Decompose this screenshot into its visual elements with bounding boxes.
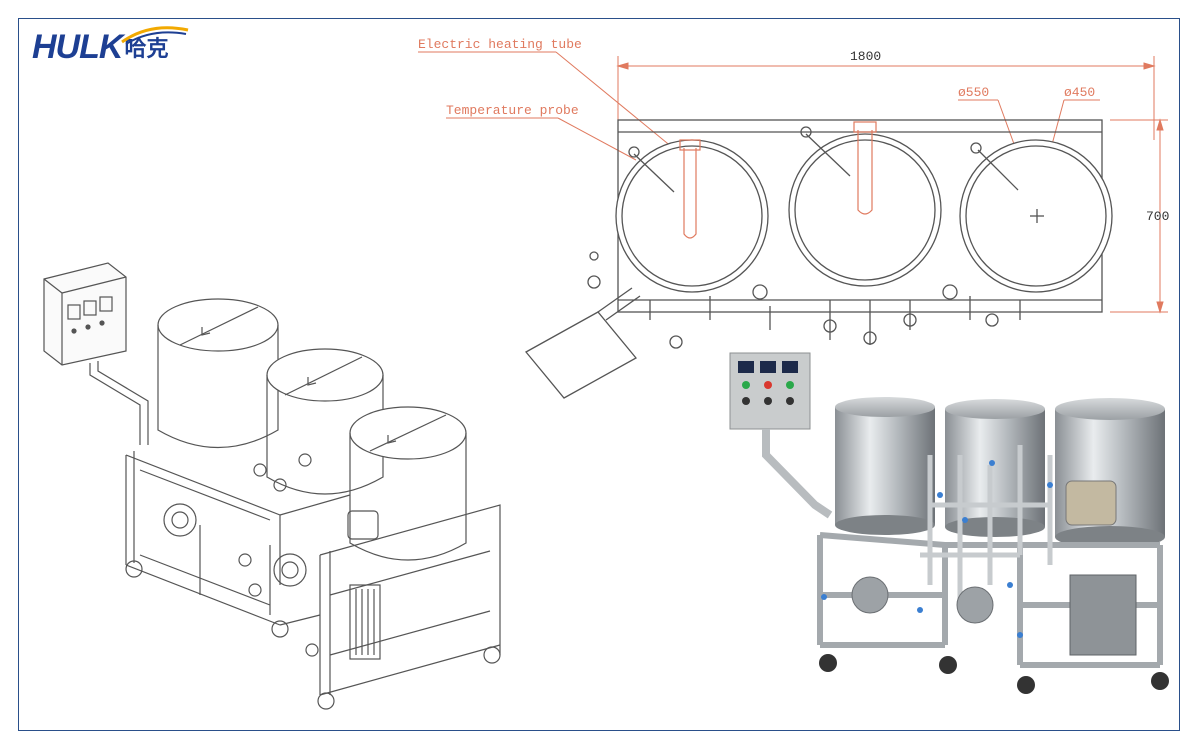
product-render bbox=[729, 352, 1169, 694]
control-box-side-view bbox=[525, 311, 637, 399]
logo-latin-text: HULK bbox=[32, 28, 123, 66]
top-view-technical-drawing: Electric heating tube Temperature probe … bbox=[418, 37, 1169, 399]
label-temperature-probe: Temperature probe bbox=[446, 103, 579, 118]
tank-1-render bbox=[835, 397, 935, 535]
dim-diameter-550: ø550 bbox=[958, 85, 989, 100]
tank-3-render bbox=[1055, 398, 1165, 548]
logo-cjk-text: 哈克 bbox=[124, 37, 169, 62]
dim-diameter-450: ø450 bbox=[1064, 85, 1095, 100]
logo-swoosh-icon bbox=[121, 26, 189, 45]
kettle-2-outline bbox=[788, 133, 942, 287]
heat-exchanger-drawing bbox=[349, 584, 381, 660]
dim-width: 1800 bbox=[850, 49, 881, 64]
frame-drawing bbox=[125, 451, 501, 696]
control-box-render bbox=[729, 352, 811, 430]
hulk-logo: HULK 哈克 bbox=[32, 26, 189, 66]
control-box-drawing bbox=[43, 262, 127, 366]
dim-height: 700 bbox=[1146, 209, 1169, 224]
heating-tube-lines bbox=[679, 121, 877, 239]
label-electric-heating-tube: Electric heating tube bbox=[418, 37, 582, 52]
tank-1-drawing bbox=[157, 298, 279, 449]
page-frame bbox=[18, 18, 1180, 731]
frame-render bbox=[817, 532, 1163, 668]
tank-3-drawing bbox=[349, 406, 467, 561]
heat-exchanger-render bbox=[1069, 574, 1137, 656]
isometric-line-drawing bbox=[43, 262, 501, 710]
kettle-1-outline bbox=[615, 139, 769, 293]
tank-2-drawing bbox=[266, 348, 384, 495]
